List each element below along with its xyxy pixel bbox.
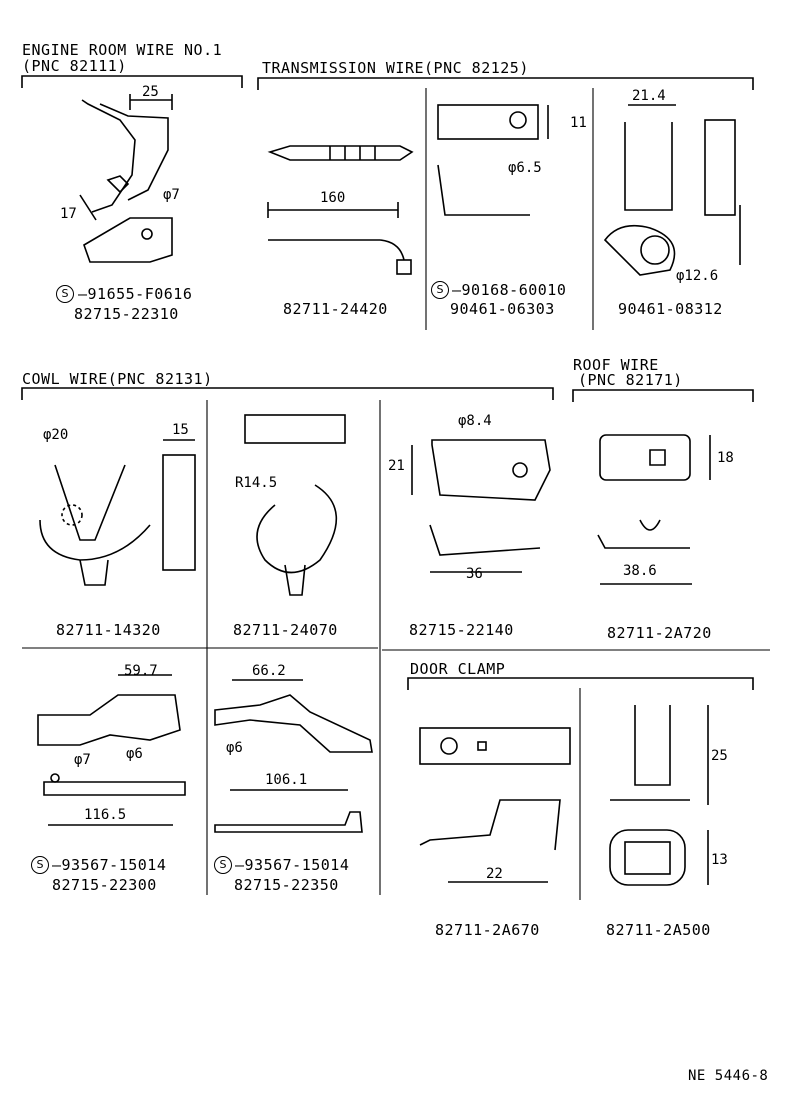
dim-label: 21.4 <box>632 88 666 104</box>
dim-label: 106.1 <box>265 772 308 788</box>
p4-clamp-drawing <box>603 104 741 276</box>
p12-clamp-drawing <box>609 705 709 886</box>
dim-label: 13 <box>711 852 728 868</box>
dim-label: 25 <box>711 748 728 764</box>
dim-label: 15 <box>172 422 189 438</box>
door-clamp-title: DOOR CLAMP <box>410 660 506 678</box>
dim-label: φ12.6 <box>676 268 719 284</box>
transmission-title: TRANSMISSION WIRE(PNC 82125) <box>262 59 529 77</box>
part-number: 90461-08312 <box>618 300 723 318</box>
dim-label: φ6 <box>126 746 143 762</box>
p6-clamp-drawing <box>244 414 346 596</box>
part-number: 82711-2A720 <box>607 624 712 642</box>
roof-title: ROOF WIRE <box>573 356 659 374</box>
dim-label: 18 <box>717 450 734 466</box>
dim-label: 17 <box>60 206 77 222</box>
part-number: 82711-14320 <box>56 621 161 639</box>
part-number: 82715-22140 <box>409 621 514 639</box>
dim-label: φ7 <box>74 752 91 768</box>
roof-pnc: (PNC 82171) <box>578 371 683 389</box>
dim-label: 21 <box>388 458 405 474</box>
dim-label: φ6.5 <box>508 160 542 176</box>
dim-label: 22 <box>486 866 503 882</box>
screw-part-number: —90168-60010 <box>452 281 567 299</box>
p3-clamp-drawing <box>437 104 549 216</box>
dim-label: 36 <box>466 566 483 582</box>
p9-bracket-drawing <box>37 674 186 826</box>
dim-label: φ6 <box>226 740 243 756</box>
part-number: 82711-24070 <box>233 621 338 639</box>
screw-part-number: —93567-15014 <box>52 856 167 874</box>
screw-part-number: —93567-15014 <box>235 856 350 874</box>
part-number: 82715-22310 <box>74 305 179 323</box>
dim-label: 38.6 <box>623 563 657 579</box>
p11-clamp-drawing <box>419 727 571 883</box>
part-number: 82711-24420 <box>283 300 388 318</box>
part-number: 82715-22300 <box>52 876 157 894</box>
dim-label: 25 <box>142 84 159 100</box>
p10-bracket-drawing <box>214 679 373 833</box>
dim-label: R14.5 <box>235 475 278 491</box>
screw-symbol: S <box>431 281 449 299</box>
part-number: 82715-22350 <box>234 876 339 894</box>
p7-clip-drawing <box>411 439 551 573</box>
cowl-title: COWL WIRE(PNC 82131) <box>22 370 213 388</box>
screw-symbol: S <box>31 856 49 874</box>
dim-label: φ7 <box>163 187 180 203</box>
dim-label: 116.5 <box>84 807 127 823</box>
engine-room-title: ENGINE ROOM WIRE NO.1 <box>22 41 223 59</box>
part-number: 82711-2A500 <box>606 921 711 939</box>
dim-label: 66.2 <box>252 663 286 679</box>
dim-label: 11 <box>570 115 587 131</box>
p1-bracket-drawing <box>79 94 173 263</box>
section-dividers <box>22 88 770 900</box>
drawing-reference: NE 5446-8 <box>688 1068 769 1084</box>
dim-label: φ20 <box>43 427 69 443</box>
screw-symbol: S <box>214 856 232 874</box>
screw-part-number: —91655-F0616 <box>78 285 193 303</box>
dim-label: 160 <box>320 190 346 206</box>
p2-tie-drawing <box>267 145 414 275</box>
dim-label: 59.7 <box>124 663 158 679</box>
engine-room-pnc: (PNC 82111) <box>22 57 127 75</box>
part-number: 90461-06303 <box>450 300 555 318</box>
p8-clip-drawing <box>597 434 711 585</box>
section-brackets <box>21 75 754 690</box>
screw-symbol: S <box>56 285 74 303</box>
part-number: 82711-2A670 <box>435 921 540 939</box>
p5-clip-drawing <box>39 439 196 586</box>
dim-label: φ8.4 <box>458 413 492 429</box>
